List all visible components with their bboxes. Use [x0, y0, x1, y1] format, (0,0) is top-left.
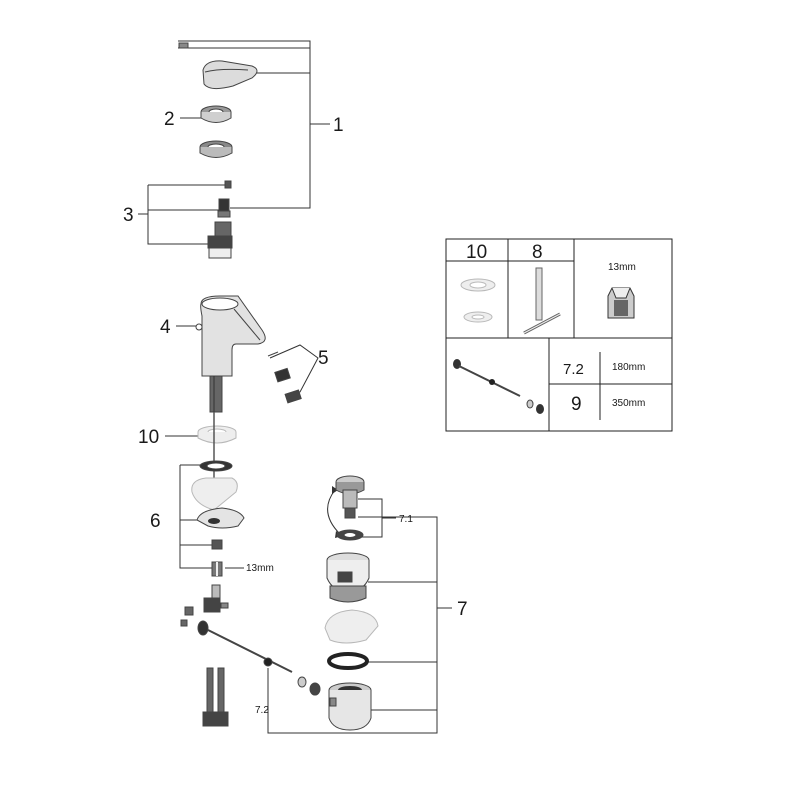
- waste-plug-part: [335, 475, 365, 541]
- cartridge-nut-part: [199, 140, 233, 158]
- parts-column: [178, 42, 321, 727]
- inset-label-10: 10: [466, 242, 487, 263]
- label-6: 6: [150, 511, 161, 532]
- stem-screw-part: [217, 180, 232, 218]
- inset-socket-part: [607, 287, 635, 319]
- inset-label-9: 9: [571, 394, 582, 415]
- fixing-washer-part: [199, 460, 233, 472]
- label-3: 3: [123, 205, 134, 226]
- label-1: 1: [333, 115, 344, 136]
- inset-label-180mm: 180mm: [612, 362, 645, 373]
- label-10: 10: [138, 427, 159, 448]
- inset-gasket-ghost: [460, 278, 496, 323]
- horseshoe-plate-ghost: [191, 477, 238, 511]
- leader-lines: [138, 40, 452, 734]
- inset-rod-part: [453, 359, 544, 414]
- grub-screw-part: [178, 42, 189, 49]
- waste-body-upper-part: [326, 552, 370, 603]
- waste-body-lower-part: [328, 682, 372, 731]
- waste-flange-ghost: [324, 609, 379, 644]
- inset-label-8: 8: [532, 242, 543, 263]
- accessory-table: 10 8 13mm 7.2 180mm: [445, 238, 673, 432]
- supply-hoses-part: [202, 667, 229, 727]
- waste-assembly: [324, 475, 379, 731]
- aerator-part: [267, 351, 302, 404]
- label-13mm: 13mm: [246, 563, 274, 574]
- lever-handle-part: [202, 60, 258, 90]
- gasket-part-ghost: [197, 425, 237, 444]
- label-5: 5: [318, 348, 329, 369]
- label-7-2: 7.2: [255, 705, 269, 716]
- fixing-nut-part: [211, 539, 223, 577]
- cartridge-part: [207, 221, 233, 259]
- label-7-1: 7.1: [399, 514, 413, 525]
- horseshoe-plate-part: [196, 507, 245, 529]
- label-7: 7: [457, 599, 468, 620]
- popup-rod-part: [197, 620, 321, 696]
- inset-label-350mm: 350mm: [612, 398, 645, 409]
- inset-hex-key-part: [523, 267, 561, 335]
- inset-label-7-2: 7.2: [563, 361, 584, 378]
- cover-cap-part: [200, 105, 232, 123]
- part-labels: 1 2 3 4 5 10 6 13mm 7.1 7 7.2: [123, 109, 468, 716]
- popup-connector-part: [180, 584, 229, 627]
- faucet-body-part: [195, 295, 266, 413]
- waste-seal-part: [327, 652, 369, 670]
- inset-label-13mm: 13mm: [608, 262, 636, 273]
- label-2: 2: [164, 109, 175, 130]
- label-4: 4: [160, 317, 171, 338]
